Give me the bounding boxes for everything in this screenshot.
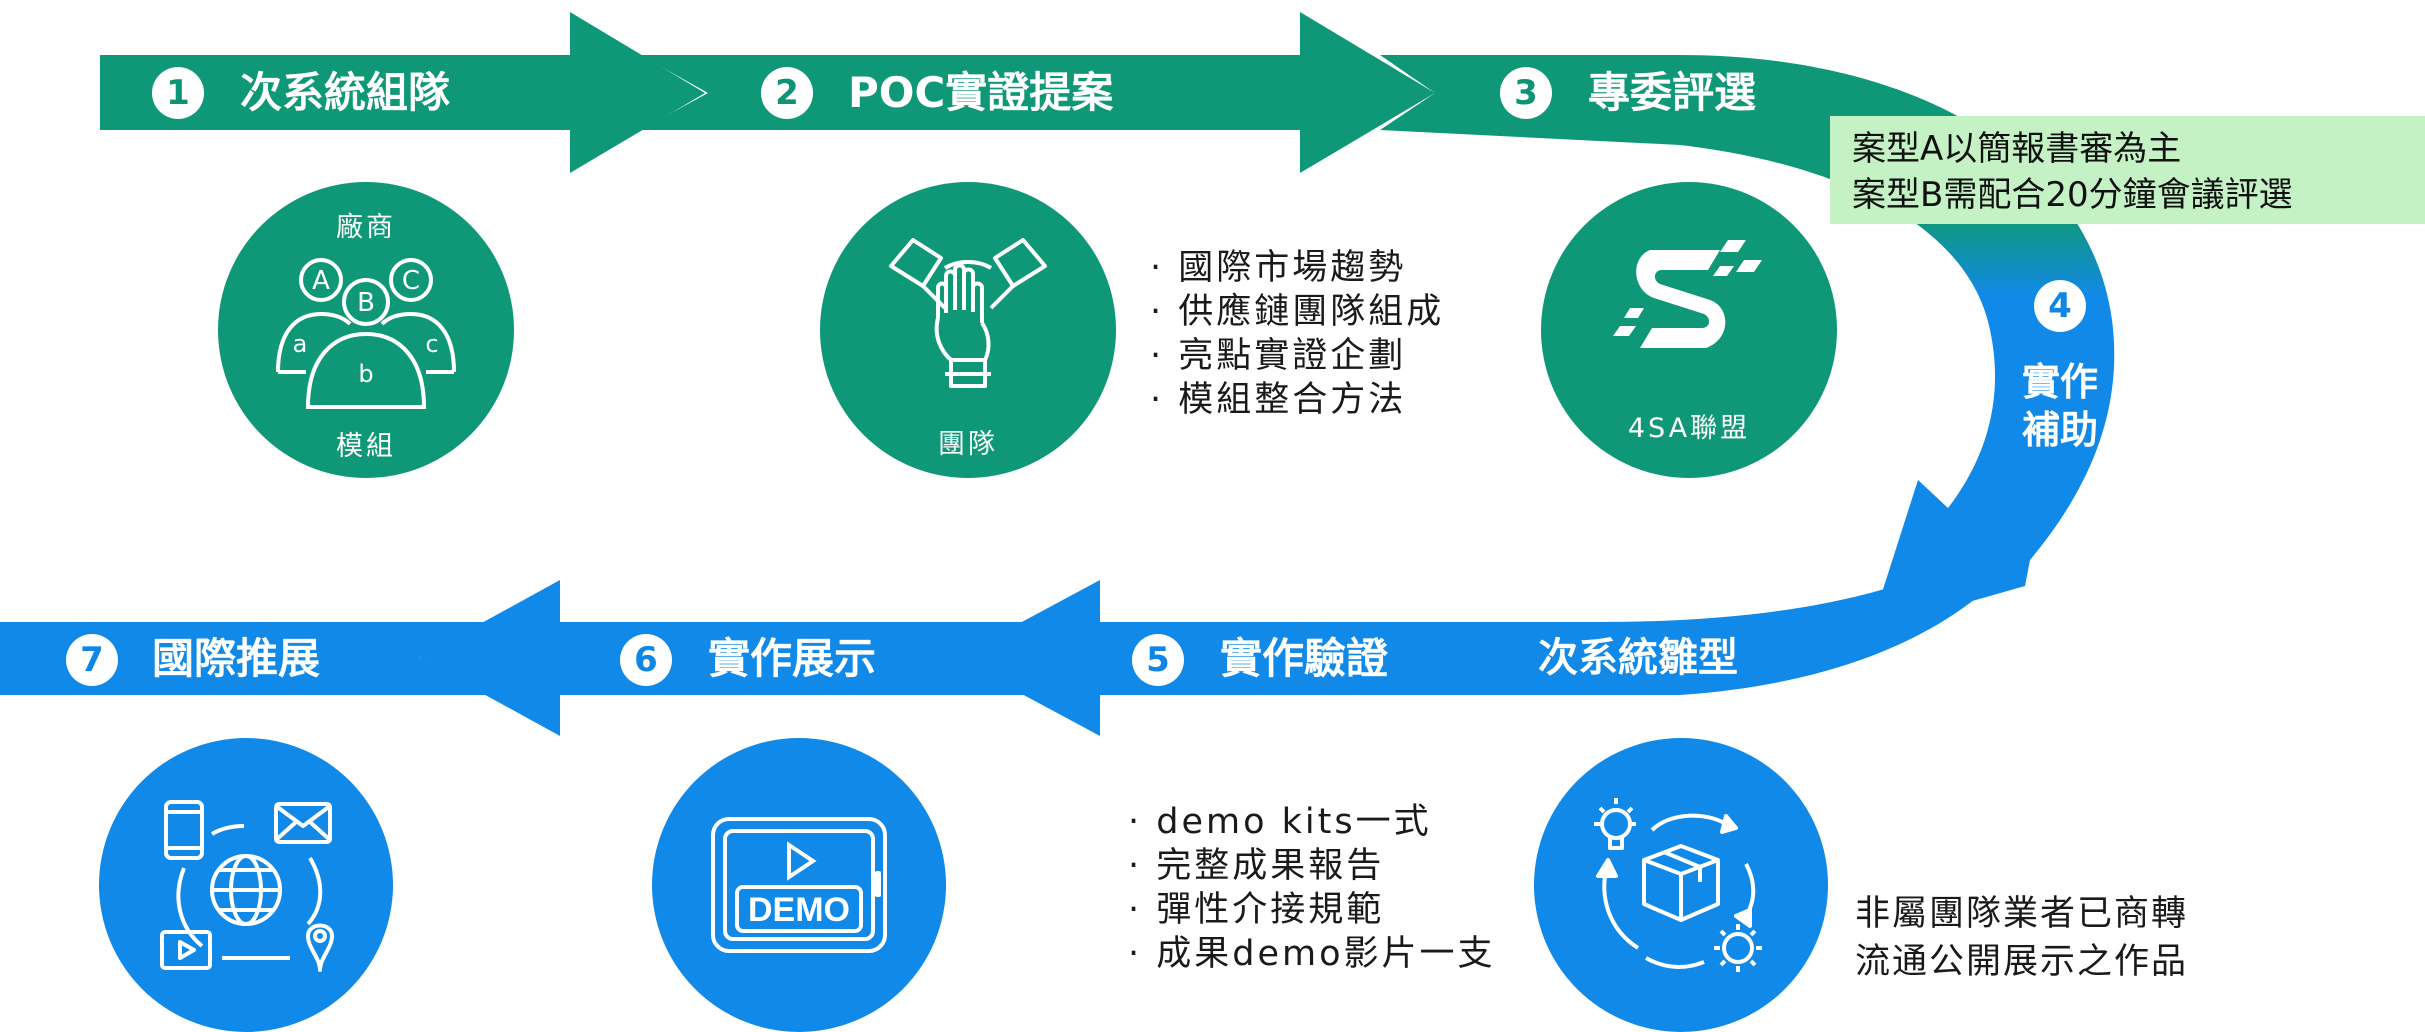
demo-label: DEMO: [748, 891, 850, 929]
review-note-line-2: 案型B需配合20分鐘會議評選: [1852, 175, 2293, 215]
step-3-label: 專委評選: [1588, 68, 1757, 117]
step-2-label: POC實證提案: [848, 68, 1114, 117]
idea-box-gear-cycle-icon: [1594, 798, 1762, 972]
handshake-circle-label: 團隊: [938, 429, 998, 460]
proposal-bullet-2: · 供應鏈團隊組成: [1150, 292, 1445, 332]
verify-text-line-2: 流通公開展示之作品: [1855, 942, 2189, 982]
vendor-b: B: [357, 288, 375, 318]
proposal-bullet-4: · 模組整合方法: [1150, 380, 1407, 420]
globe-devices-icon: [160, 800, 334, 972]
step-6-number: 6: [620, 634, 672, 686]
module-c: c: [425, 330, 438, 358]
proposal-bullets: · 國際市場趨勢 · 供應鏈團隊組成 · 亮點實證企劃 · 模組整合方法: [1150, 246, 1444, 422]
step-5-number: 5: [1132, 634, 1184, 686]
arrow-step-7: [0, 622, 488, 695]
demo-tablet-icon: DEMO: [711, 817, 887, 953]
review-note: 案型A以簡報書審為主 案型B需配合20分鐘會議評選: [1830, 116, 2425, 224]
arrow-step-6: [418, 580, 1040, 736]
detach-label: 次系統雛型: [1538, 635, 1738, 681]
demo-bullet-1: · demo kits一式: [1128, 802, 1432, 842]
demo-bullets: · demo kits一式 · 完整成果報告 · 彈性介接規範 · 成果demo…: [1128, 800, 1496, 976]
team-circle: [218, 182, 514, 478]
team-hands-icon: [889, 238, 1047, 388]
alliance-circle-label: 4SA聯盟: [1627, 413, 1751, 444]
arrow-step-5: [955, 580, 1270, 736]
step-4-number: 4: [2034, 280, 2086, 332]
vendor-a: A: [312, 266, 330, 296]
step-1-number: 1: [152, 67, 204, 119]
vendor-c: C: [402, 266, 420, 296]
handshake-circle: [820, 182, 1116, 478]
step-2-number: 2: [761, 67, 813, 119]
global-circle: [99, 738, 393, 1032]
verify-text-line-1: 非屬團隊業者已商轉: [1855, 894, 2189, 934]
arrow-step-2: [640, 12, 1435, 173]
module-a: a: [293, 330, 308, 358]
4sa-logo-icon: [1613, 240, 1762, 348]
proposal-bullet-1: · 國際市場趨勢: [1150, 248, 1407, 288]
step-7-label: 國際推展: [152, 634, 321, 683]
people-group-icon: A B C a b c: [276, 258, 456, 409]
review-note-line-1: 案型A以簡報書審為主: [1852, 129, 2182, 169]
verify-text: 非屬團隊業者已商轉 流通公開展示之作品: [1855, 890, 2188, 986]
step-3-number: 3: [1500, 67, 1552, 119]
step-1-label: 次系統組隊: [240, 68, 451, 117]
module-b: b: [358, 360, 373, 388]
team-circle-top-label: 廠商: [336, 212, 396, 243]
step-5-label: 實作驗證: [1220, 634, 1389, 683]
team-circle-bottom-label: 模組: [336, 431, 396, 462]
arrow-step-1: [100, 12, 705, 173]
step-7-number: 7: [66, 634, 118, 686]
step-6-label: 實作展示: [708, 634, 877, 683]
proposal-bullet-3: · 亮點實證企劃: [1150, 336, 1407, 376]
demo-bullet-2: · 完整成果報告: [1128, 846, 1385, 886]
arrow-step-5-tail: [1180, 520, 2040, 695]
demo-bullet-4: · 成果demo影片一支: [1128, 934, 1496, 974]
step-4-label: 實作 補助: [2022, 360, 2099, 452]
demo-bullet-3: · 彈性介接規範: [1128, 890, 1385, 930]
